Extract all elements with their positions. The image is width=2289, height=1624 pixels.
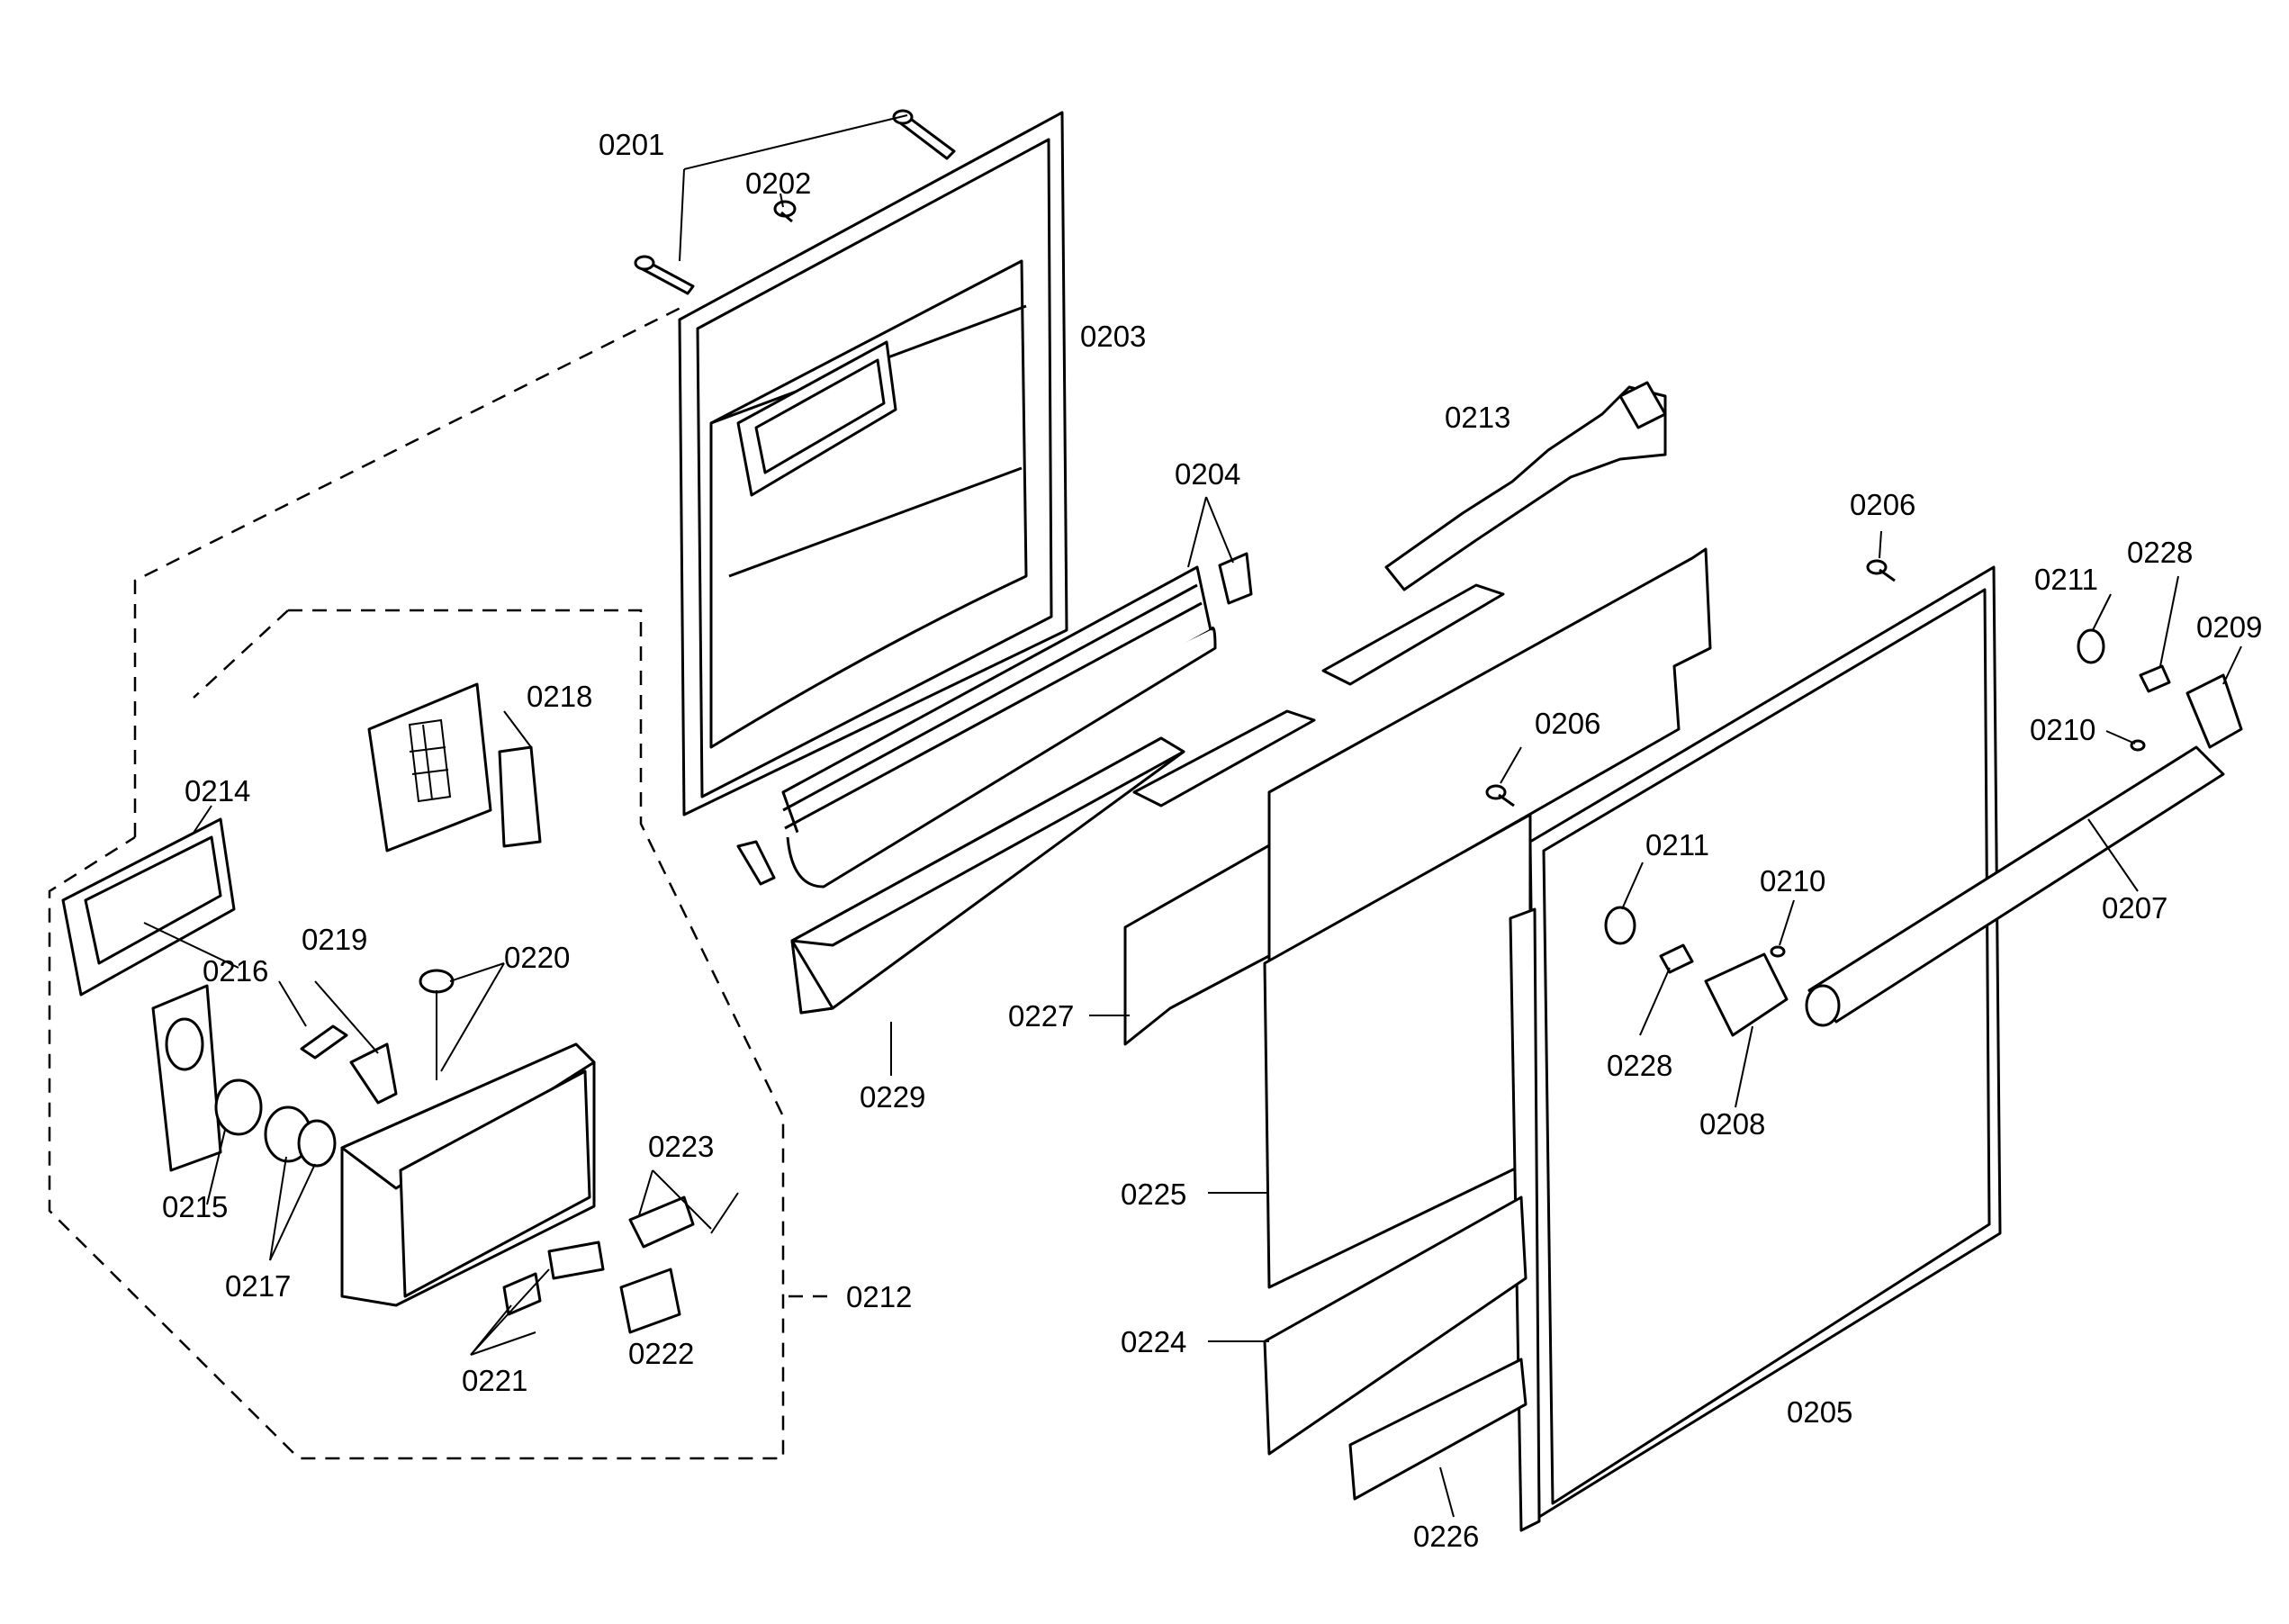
handle-pin-right — [2139, 664, 2171, 693]
callout-0226: 0226 — [1413, 1520, 1479, 1553]
callout-0212: 0212 — [846, 1280, 912, 1313]
callout-0229: 0229 — [860, 1080, 925, 1114]
callout-0213: 0213 — [1445, 401, 1510, 434]
callout-0211-left: 0211 — [1645, 828, 1709, 862]
callout-labels: 0201 0202 0203 0204 0205 0206 0206 0207 … — [162, 128, 2262, 1553]
callout-0211-right: 0211 — [2034, 563, 2098, 596]
callout-0206-top: 0206 — [1850, 488, 1915, 521]
front-trim-block — [790, 736, 1185, 1015]
screw-0201-top — [892, 109, 956, 160]
callout-0210-right: 0210 — [2030, 713, 2095, 746]
dispenser-cover-0214 — [61, 817, 236, 997]
callout-0207: 0207 — [2102, 891, 2167, 925]
detergent-cup-0215 — [151, 984, 222, 1172]
handle-grommet-right — [2077, 628, 2105, 664]
float-0220 — [419, 969, 455, 1080]
rinse-aid-knob-0217 — [264, 1105, 337, 1168]
screw-0206-top — [1866, 559, 1896, 582]
door-seal-strip — [736, 552, 1253, 889]
callout-0210-left: 0210 — [1760, 864, 1825, 898]
callout-0202: 0202 — [745, 167, 811, 200]
handle-pin-left — [1659, 943, 1694, 974]
dispenser-housing — [340, 1042, 596, 1307]
leader-lines — [143, 114, 2242, 1518]
dispenser-assembly-boundary — [48, 304, 837, 1460]
callout-0225: 0225 — [1121, 1177, 1186, 1211]
callout-0218: 0218 — [527, 680, 592, 713]
callout-0205: 0205 — [1787, 1395, 1852, 1429]
callout-0228-right: 0228 — [2127, 536, 2193, 569]
handle-screw-left — [1770, 945, 1786, 958]
callout-0214: 0214 — [185, 774, 250, 807]
callout-0217: 0217 — [225, 1269, 291, 1303]
inner-door-panel — [678, 111, 1068, 817]
dispenser-lid-0218 — [367, 682, 542, 853]
handle-end-cap-right — [2185, 673, 2243, 749]
callout-0224: 0224 — [1121, 1325, 1186, 1358]
hinge-bracket — [1384, 381, 1667, 591]
handle-grommet-left — [1604, 906, 1636, 945]
spring-0223 — [628, 1192, 739, 1249]
outer-liner-panel — [1263, 547, 1712, 1289]
screw-0201-left — [634, 255, 695, 295]
callout-0208: 0208 — [1699, 1107, 1765, 1141]
callout-0227: 0227 — [1008, 999, 1074, 1033]
callout-0223: 0223 — [648, 1130, 714, 1163]
callout-0201: 0201 — [599, 128, 664, 161]
callout-0204: 0204 — [1175, 457, 1240, 491]
callout-0221: 0221 — [462, 1364, 527, 1397]
lever-0221 — [502, 1241, 605, 1316]
screw-0202 — [773, 200, 797, 223]
callout-0209: 0209 — [2196, 610, 2262, 644]
seal-ring-0216 — [214, 1078, 263, 1136]
toe-trim — [1348, 1358, 1528, 1501]
callout-0220: 0220 — [504, 941, 570, 974]
latch-spring-0219 — [300, 1024, 398, 1105]
bottom-plate — [1263, 1195, 1528, 1456]
callout-0219: 0219 — [302, 923, 367, 956]
outer-door-panel — [1509, 565, 2002, 1532]
callout-0216: 0216 — [203, 954, 268, 988]
screw-0206-mid — [1485, 784, 1515, 807]
callout-0222: 0222 — [628, 1337, 694, 1370]
handle-end-cap-left — [1704, 952, 1789, 1037]
door-handle-bar — [1805, 745, 2225, 1027]
callout-0215: 0215 — [162, 1190, 228, 1223]
callout-0228-left: 0228 — [1607, 1049, 1672, 1082]
callout-0206-mid: 0206 — [1535, 707, 1600, 740]
actuator-0222 — [619, 1268, 681, 1334]
callout-0203: 0203 — [1080, 320, 1146, 353]
